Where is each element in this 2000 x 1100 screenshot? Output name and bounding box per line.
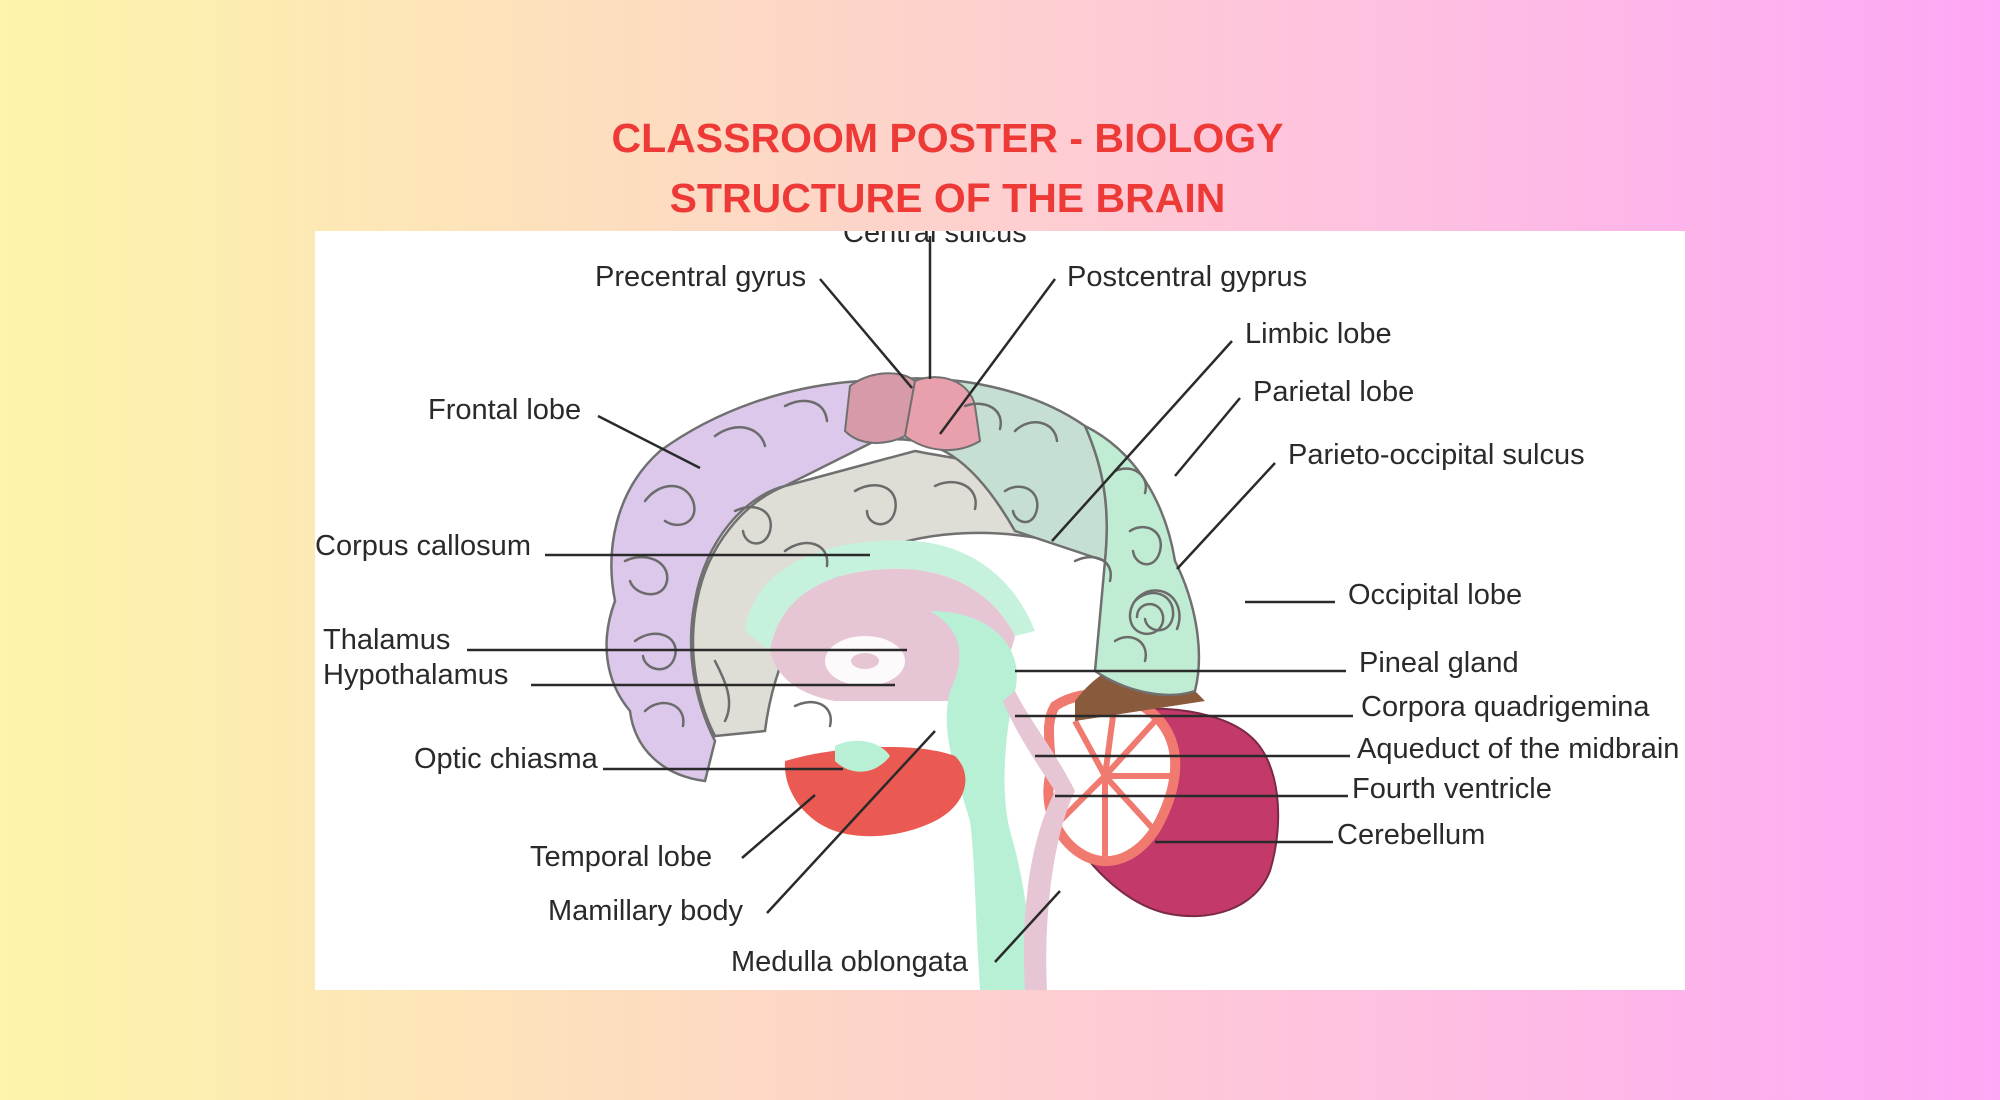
label-precentral-gyrus: Precentral gyrus	[595, 261, 806, 293]
label-mamillary-body: Mamillary body	[548, 895, 743, 927]
corpus-callosum-region	[745, 540, 1035, 651]
fourth-ventricle-region	[1003, 691, 1075, 990]
occipital-lobe-region	[1082, 423, 1201, 697]
poster-title: CLASSROOM POSTER - BIOLOGY STRUCTURE OF …	[560, 108, 1335, 228]
leader-lines	[467, 236, 1353, 963]
label-corpora-quadrigemina: Corpora quadrigemina	[1361, 691, 1650, 723]
label-occipital-lobe: Occipital lobe	[1348, 579, 1522, 611]
label-medulla-oblongata: Medulla oblongata	[731, 946, 969, 978]
thalamus-center	[851, 653, 879, 669]
arbor-vitae-branches	[1057, 700, 1175, 856]
label-central-sulcus: Central sulcus	[843, 231, 1027, 249]
postcentral-gyrus-region	[903, 376, 982, 452]
label-cerebellum: Cerebellum	[1337, 819, 1485, 851]
label-corpus-callosum: Corpus callosum	[315, 530, 531, 562]
gyri-folds	[623, 399, 1175, 728]
label-fourth-ventricle: Fourth ventricle	[1352, 773, 1552, 805]
label-postcentral-gyrus: Postcentral gyprus	[1067, 261, 1307, 293]
label-frontal-lobe: Frontal lobe	[428, 394, 581, 426]
frontal-lobe-region	[605, 379, 877, 783]
brain-diagram: Central sulcus Precentral gyrus Postcent…	[315, 231, 1679, 990]
poster-title-line-2: STRUCTURE OF THE BRAIN	[669, 175, 1226, 221]
optic-chiasma-region	[835, 740, 890, 772]
precentral-gyrus-region	[843, 372, 917, 444]
label-temporal-lobe: Temporal lobe	[530, 841, 712, 873]
label-pineal-gland: Pineal gland	[1359, 647, 1519, 679]
label-optic-chiasma: Optic chiasma	[414, 743, 599, 775]
brain-diagram-panel: Central sulcus Precentral gyrus Postcent…	[315, 231, 1685, 990]
label-limbic-lobe: Limbic lobe	[1245, 318, 1392, 350]
label-hypothalamus: Hypothalamus	[323, 659, 508, 691]
label-parieto-occipital-sulcus: Parieto-occipital sulcus	[1288, 439, 1585, 471]
label-parietal-lobe: Parietal lobe	[1253, 376, 1414, 408]
label-aqueduct-of-midbrain: Aqueduct of the midbrain	[1357, 733, 1679, 765]
occipital-spiral	[1128, 589, 1181, 636]
poster-title-line-1: CLASSROOM POSTER - BIOLOGY	[611, 115, 1284, 161]
label-thalamus: Thalamus	[323, 624, 450, 656]
